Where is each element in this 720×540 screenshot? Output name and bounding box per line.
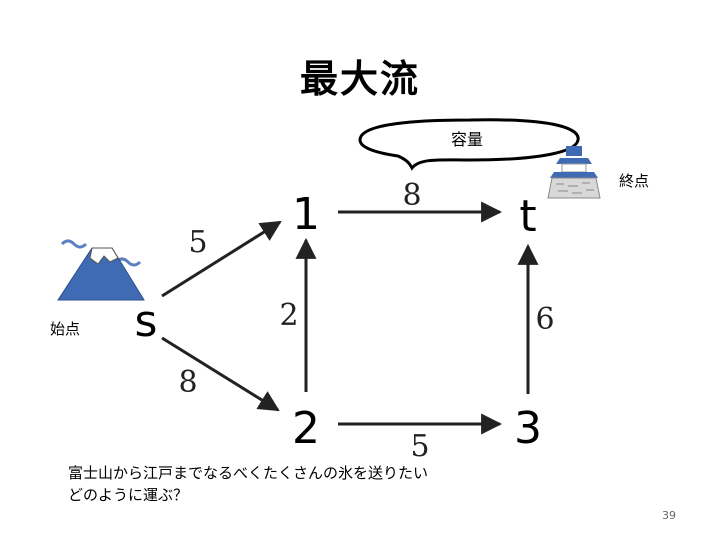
question-line-2: どのように運ぶ？: [68, 486, 189, 504]
node-3: 3: [514, 403, 542, 454]
node-1: 1: [292, 189, 320, 240]
edge-s-1: [161, 220, 282, 298]
node-s: s: [135, 296, 158, 347]
node-2: 2: [292, 403, 320, 454]
node-t: t: [519, 191, 536, 242]
castle-icon: [547, 146, 601, 199]
edge-s-2: [161, 336, 280, 412]
mount-fuji-icon: [57, 239, 145, 301]
capacity-2-1: 2: [279, 298, 298, 333]
capacity-2-3: 5: [410, 429, 429, 464]
capacity-1-t: 8: [402, 178, 421, 213]
page-number: 39: [662, 509, 676, 522]
bubble-text: 容量: [451, 130, 483, 149]
capacity-s-2: 8: [178, 365, 197, 400]
start-label: 始点: [50, 320, 81, 338]
capacity-speech-bubble: 容量: [358, 118, 580, 171]
page-title: 最大流: [299, 57, 420, 101]
question-line-1: 富士山から江戸までなるべくたくさんの氷を送りたい: [68, 464, 429, 482]
capacity-s-1: 5: [188, 225, 207, 260]
capacity-3-t: 6: [535, 302, 554, 337]
end-label: 終点: [619, 172, 650, 190]
question-text: 富士山から江戸までなるべくたくさんの氷を送りたい どのように運ぶ？: [68, 462, 488, 506]
